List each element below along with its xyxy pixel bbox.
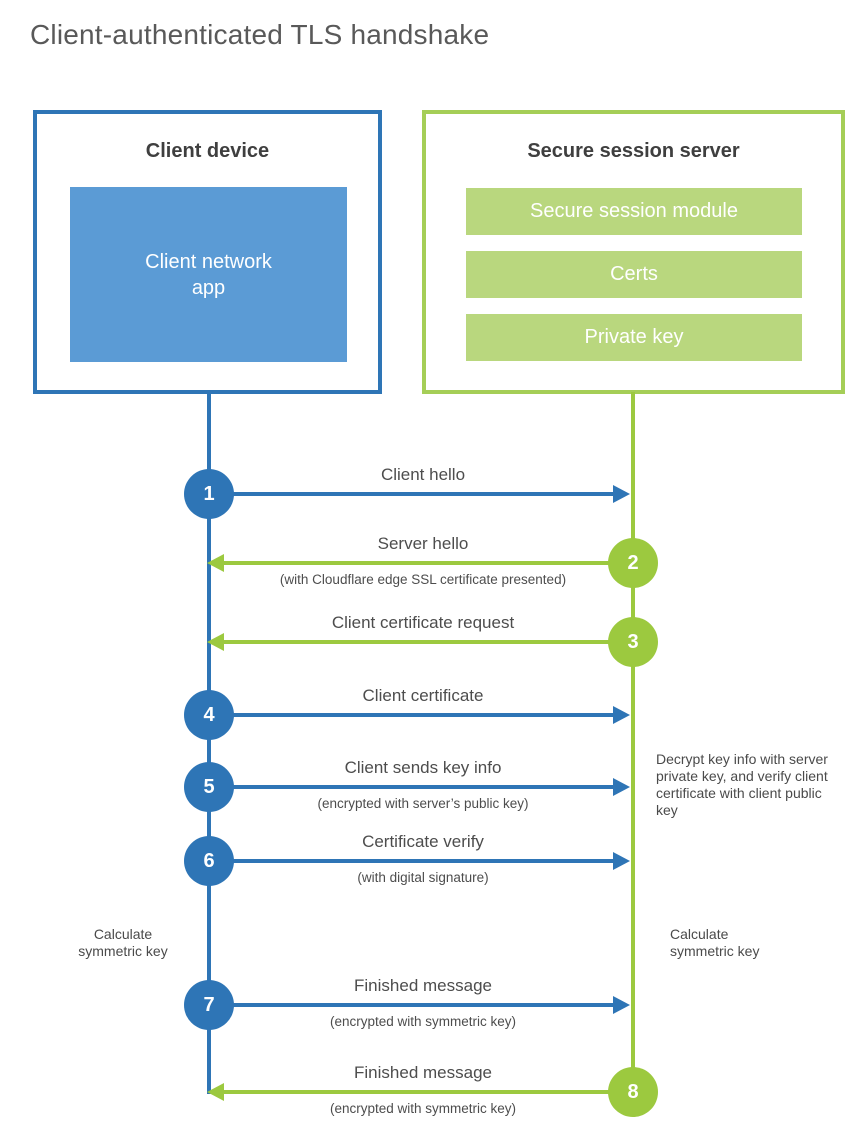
step-number-badge: 6 (184, 836, 234, 886)
arrow-right-icon (613, 852, 630, 870)
arrow-left-icon (207, 1083, 224, 1101)
step-sublabel: (with digital signature) (357, 870, 489, 885)
arrow-shaft (233, 1003, 613, 1007)
server-lifeline (631, 392, 635, 1092)
arrow-left-icon (207, 554, 224, 572)
arrow-shaft (224, 640, 609, 644)
step-number-badge: 5 (184, 762, 234, 812)
step-number-badge: 7 (184, 980, 234, 1030)
arrow-shaft (233, 713, 613, 717)
step-label: Certificate verify (362, 832, 484, 851)
secure-session-server-title: Secure session server (527, 140, 740, 162)
client-network-app-label: Client network app (145, 250, 272, 299)
step-number-badge: 1 (184, 469, 234, 519)
step-sublabel: (encrypted with server’s public key) (317, 796, 529, 811)
calculate-symmetric-key-server-note: Calculate symmetric key (670, 926, 760, 959)
server-module-secure-session: Secure session module (466, 188, 802, 235)
decrypt-note: Decrypt key info with server private key… (656, 751, 828, 818)
step-label: Server hello (377, 534, 469, 553)
client-lifeline (207, 392, 211, 1094)
step-number-badge: 8 (608, 1067, 658, 1117)
arrow-right-icon (613, 485, 630, 503)
page-title: Client-authenticated TLS handshake (30, 19, 490, 50)
step-sublabel: (encrypted with symmetric key) (329, 1014, 517, 1029)
step-sublabel: (encrypted with symmetric key) (329, 1101, 517, 1116)
step-label: Finished message (354, 1063, 492, 1082)
arrow-right-icon (613, 706, 630, 724)
client-device-title: Client device (145, 140, 270, 162)
step-sublabel: (with Cloudflare edge SSL certificate pr… (279, 572, 567, 587)
arrow-right-icon (613, 778, 630, 796)
step-number-badge: 2 (608, 538, 658, 588)
step-label: Client sends key info (344, 758, 502, 777)
arrow-left-icon (207, 633, 224, 651)
arrow-shaft (224, 561, 609, 565)
arrow-shaft (224, 1090, 609, 1094)
arrow-shaft (233, 492, 613, 496)
step-label: Finished message (354, 976, 492, 995)
step-number-badge: 3 (608, 617, 658, 667)
step-label: Client certificate (362, 686, 484, 705)
arrow-shaft (233, 859, 613, 863)
calculate-symmetric-key-client-note: Calculate symmetric key (78, 926, 168, 959)
arrow-right-icon (613, 996, 630, 1014)
step-label: Client hello (380, 465, 466, 484)
server-module-private-key: Private key (466, 314, 802, 361)
arrow-shaft (233, 785, 613, 789)
step-label: Client certificate request (331, 613, 515, 632)
step-number-badge: 4 (184, 690, 234, 740)
client-network-app-box: Client network app (70, 187, 347, 362)
server-module-certs: Certs (466, 251, 802, 298)
